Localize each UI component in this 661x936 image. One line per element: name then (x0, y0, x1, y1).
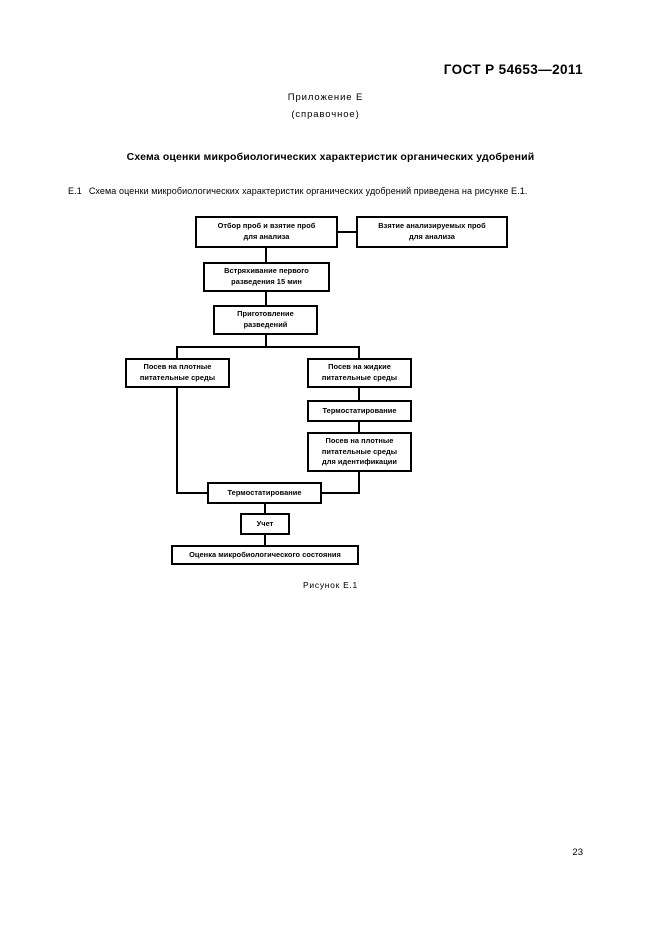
appendix-heading: Приложение Е (справочное) (0, 92, 661, 120)
connector-thermostat2-to-accounting (264, 504, 266, 513)
flow-node-thermostat-2: Термостатирование (207, 482, 322, 504)
paragraph-text: Схема оценки микробиологических характер… (88, 186, 528, 196)
standard-header: ГОСТ Р 54653—2011 (443, 62, 583, 77)
appendix-kind: (справочное) (291, 109, 360, 120)
paragraph-number: Е.1 (68, 186, 82, 196)
connector-bus-to-liquid-media (358, 346, 360, 358)
section-title: Схема оценки микробиологических характер… (126, 151, 535, 163)
connector-left-into-thermostat2 (176, 492, 209, 494)
flow-node-accounting: Учет (240, 513, 290, 535)
flow-node-thermostat-1: Термостатирование (307, 400, 412, 422)
connector-split-bus (176, 346, 360, 348)
connector-dilutions-down (265, 335, 267, 347)
connector-sampling-to-shaking (265, 248, 267, 262)
figure-caption: Рисунок Е.1 (303, 580, 358, 590)
connector-identification-down (358, 472, 360, 493)
connector-liquid-to-thermostat1 (358, 388, 360, 400)
connector-thermostat1-to-identification (358, 422, 360, 432)
connector-solid-media-down (176, 388, 178, 493)
connector-accounting-to-evaluation (264, 535, 266, 545)
paragraph-e1: Е.1 Схема оценки микробиологических харак… (68, 186, 527, 196)
page-number: 23 (572, 847, 583, 858)
connector-sampling-to-taking (338, 231, 356, 233)
flow-node-evaluation: Оценка микробиологического состояния (171, 545, 359, 565)
appendix-label: Приложение Е (287, 92, 364, 103)
connector-right-into-thermostat2 (322, 492, 360, 494)
connector-bus-to-solid-media (176, 346, 178, 358)
connector-shaking-to-dilutions (265, 292, 267, 305)
